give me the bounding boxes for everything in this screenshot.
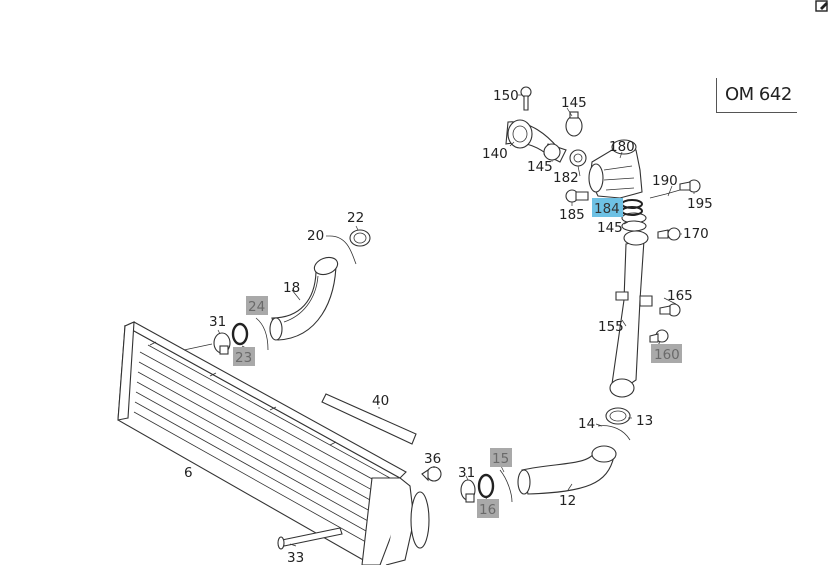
callout-labels: 150 145 140 145 182 180 190 195 185 184 … <box>184 88 713 565</box>
callout-150[interactable]: 150 <box>493 88 519 104</box>
callout-40[interactable]: 40 <box>372 393 389 409</box>
throttle-valve-180 <box>588 139 643 199</box>
callout-18[interactable]: 18 <box>283 280 300 296</box>
intake-hose-12 <box>517 445 617 495</box>
callout-145-upper[interactable]: 145 <box>561 95 587 111</box>
bolt-170 <box>657 227 681 241</box>
spring-clip-14 <box>597 425 631 441</box>
hose-clamp-31-right <box>460 479 476 503</box>
bolt-33 <box>277 527 343 550</box>
engine-model-label: OM 642 <box>725 84 792 105</box>
callout-13[interactable]: 13 <box>636 413 653 429</box>
hose-clamp-145-middle <box>543 143 561 161</box>
callout-14[interactable]: 14 <box>578 416 595 432</box>
callout-33[interactable]: 33 <box>287 550 304 565</box>
callout-165[interactable]: 165 <box>667 288 693 304</box>
bolt-36 <box>421 466 442 482</box>
charge-air-cooler <box>117 321 430 565</box>
spring-clip-20 <box>329 235 357 265</box>
bolt-195 <box>679 179 701 193</box>
bolt-165 <box>659 303 681 317</box>
callout-140[interactable]: 140 <box>482 146 508 162</box>
callout-24-tag[interactable]: 24 <box>246 296 268 315</box>
callout-15-tag[interactable]: 15 <box>490 448 512 467</box>
callout-180[interactable]: 180 <box>609 139 635 155</box>
callout-170[interactable]: 170 <box>683 226 709 242</box>
callout-160[interactable]: 160 <box>654 347 680 363</box>
callout-184[interactable]: 184 <box>594 201 620 217</box>
seal-ring-13 <box>605 407 631 425</box>
callout-15[interactable]: 15 <box>492 451 509 467</box>
callout-190[interactable]: 190 <box>652 173 678 189</box>
callout-185[interactable]: 185 <box>559 207 585 223</box>
spring-clip-24 <box>255 317 269 351</box>
callout-145-lower[interactable]: 145 <box>597 220 623 236</box>
callout-184-highlighted[interactable]: 184 <box>592 198 623 217</box>
wire-190 <box>649 189 681 199</box>
hose-clamp-31-left <box>213 332 231 355</box>
callout-31-right[interactable]: 31 <box>458 465 475 481</box>
callout-20[interactable]: 20 <box>307 228 324 244</box>
callout-16[interactable]: 16 <box>479 502 496 518</box>
callout-182[interactable]: 182 <box>553 170 579 186</box>
callout-6[interactable]: 6 <box>184 465 193 481</box>
callout-16-tag[interactable]: 16 <box>477 499 499 518</box>
callout-22[interactable]: 22 <box>347 210 364 226</box>
o-ring-23 <box>231 322 249 346</box>
callout-36[interactable]: 36 <box>424 451 441 467</box>
charge-air-pipe-155 <box>609 230 653 398</box>
callout-195[interactable]: 195 <box>687 196 713 212</box>
seal-ring-182 <box>569 149 587 167</box>
callout-160-tag[interactable]: 160 <box>651 344 682 363</box>
hose-clamp-145-upper <box>565 111 583 137</box>
seal-ring-22 <box>349 229 371 247</box>
air-guide-40 <box>321 393 417 445</box>
callout-23-tag[interactable]: 23 <box>233 347 255 366</box>
callout-24[interactable]: 24 <box>248 299 265 315</box>
callout-31-left[interactable]: 31 <box>209 314 226 330</box>
bolt-150 <box>520 86 532 111</box>
engine-model-badge: OM 642 <box>716 78 797 113</box>
intake-hose-18 <box>269 256 339 341</box>
bolt-160 <box>649 329 669 343</box>
callout-12[interactable]: 12 <box>559 493 576 509</box>
edit-icon[interactable] <box>815 0 829 12</box>
callout-155[interactable]: 155 <box>598 319 624 335</box>
spring-clip-15 <box>499 469 513 503</box>
callout-145-middle[interactable]: 145 <box>527 159 553 175</box>
callout-23[interactable]: 23 <box>235 350 252 366</box>
o-ring-16 <box>477 473 495 499</box>
bolt-185 <box>565 189 589 203</box>
